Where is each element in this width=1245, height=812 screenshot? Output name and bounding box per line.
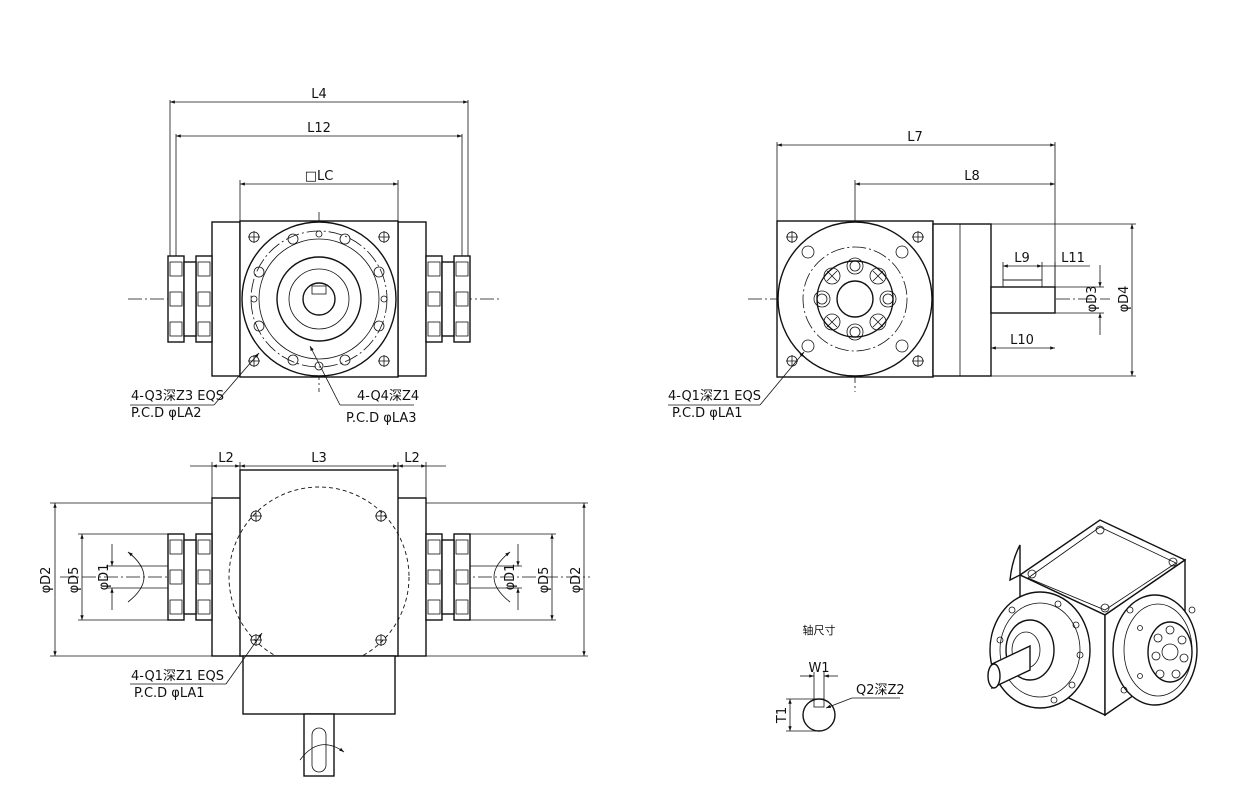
top-right-input [425, 533, 471, 621]
callout-pcd-la1-side: P.C.D φLA1 [672, 406, 743, 421]
dim-L7: L7 [907, 130, 923, 145]
shaft-title: 轴尺寸 [803, 623, 836, 637]
callout-q4: 4-Q4深Z4 [357, 389, 419, 404]
dim-L11: L11 [1061, 251, 1085, 266]
top-view: L2 L3 L2 φD2 φD5 φD1 φD1 φD5 φD2 4-Q [39, 451, 590, 777]
dim-L8: L8 [964, 169, 980, 184]
side-corner-holes [786, 231, 924, 367]
dim-D3: φD3 [1085, 286, 1100, 313]
dim-D1-left: φD1 [97, 564, 112, 591]
front-flange-holes [250, 230, 388, 371]
top-left-input [167, 533, 213, 621]
callout-q2: Q2深Z2 [856, 683, 905, 698]
dim-D1-right: φD1 [503, 564, 518, 591]
dim-L9: L9 [1014, 251, 1030, 266]
dim-D5-right: φD5 [537, 567, 552, 594]
dim-LC: □LC [305, 169, 334, 184]
dim-L2-left: L2 [218, 451, 234, 466]
dim-L4: L4 [311, 87, 327, 102]
callout-pcd-la1-top: P.C.D φLA1 [134, 686, 205, 701]
dim-L12: L12 [307, 121, 331, 136]
front-view: L4 L12 □LC 4-Q3深Z3 EQS P.C.D φLA2 4-Q4深Z… [128, 87, 502, 426]
callout-q1-side: 4-Q1深Z1 EQS [668, 389, 761, 404]
front-corner-holes [248, 231, 390, 367]
dim-D2-left: φD2 [39, 567, 54, 594]
shaft-detail: 轴尺寸 W1 T1 Q2深Z2 [775, 623, 905, 732]
isometric-view [987, 519, 1198, 717]
front-left-flange [167, 221, 241, 377]
side-bolt-heads [813, 257, 897, 341]
front-housing [239, 220, 399, 378]
side-view: L7 L8 L9 L11 L10 φD3 φD4 4-Q1深Z1 EQS P.C… [668, 130, 1136, 421]
dim-L10: L10 [1010, 333, 1034, 348]
front-right-flange [397, 221, 471, 377]
dim-W1: W1 [808, 661, 829, 676]
side-output-shaft [990, 286, 1056, 314]
dim-D4: φD4 [1117, 286, 1132, 313]
callout-q3: 4-Q3深Z3 EQS [131, 389, 224, 404]
dim-L3: L3 [311, 451, 327, 466]
top-housing [239, 469, 399, 657]
dim-L2-right: L2 [404, 451, 420, 466]
top-corner-holes [250, 510, 387, 646]
callout-q1-top: 4-Q1深Z1 EQS [131, 669, 224, 684]
dim-T1: T1 [775, 707, 790, 724]
callout-pcd-la3: P.C.D φLA3 [346, 411, 417, 426]
callout-pcd-la2: P.C.D φLA2 [131, 406, 202, 421]
dim-D2-right: φD2 [569, 567, 584, 594]
dim-D5-left: φD5 [67, 567, 82, 594]
